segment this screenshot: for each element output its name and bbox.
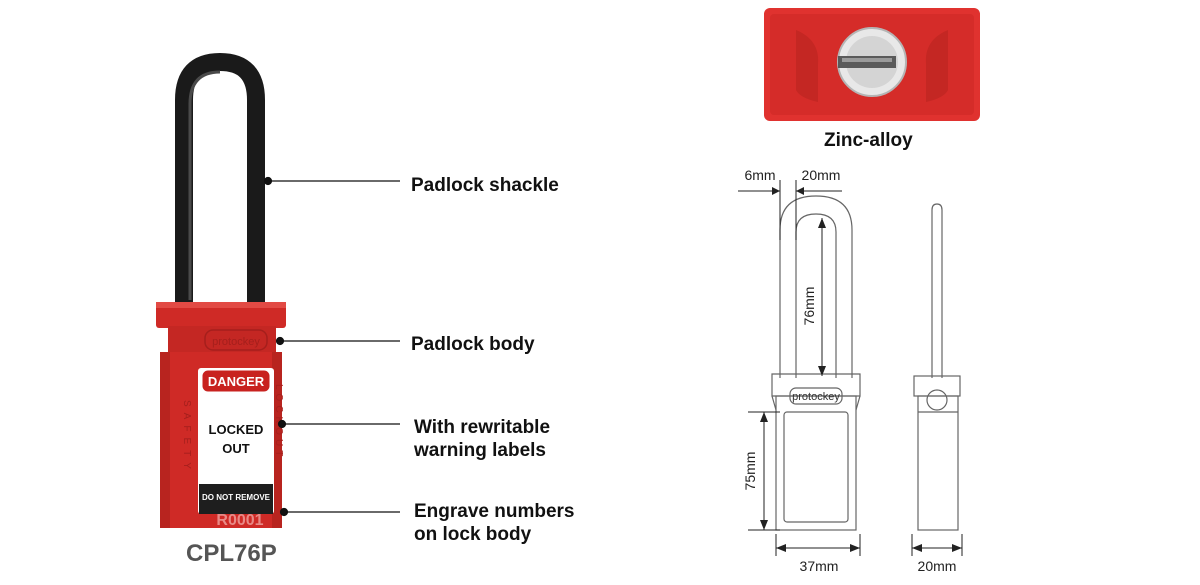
dimension-drawing-front [738,180,861,556]
brand-emboss: protockey [212,336,260,348]
dim-body-height: 75mm [742,452,758,491]
callout-padlock-shackle: Padlock shackle [411,175,559,196]
warning-label: DANGER LOCKED OUT DO NOT REMOVE [198,368,274,514]
model-number: CPL76P [186,540,277,567]
side-text-left: SAFETY [181,400,192,475]
dim-shackle-clearance: 20mm [802,167,841,183]
label-line1: LOCKED [209,422,264,437]
engraved-serial: R0001 [216,512,263,529]
dim-shackle-height: 76mm [801,287,817,326]
callout-padlock-body: Padlock body [411,334,535,355]
label-line2: OUT [222,441,250,456]
dim-body-width: 37mm [800,558,839,574]
zinc-alloy-detail [764,8,980,121]
padlock-shackle [175,52,265,321]
zinc-alloy-caption: Zinc-alloy [824,130,913,151]
callout-engrave-numbers: Engrave numbers on lock body [414,501,575,545]
label-danger-text: DANGER [208,374,265,389]
dimension-drawing-side [911,203,963,556]
dim-shackle-diameter: 6mm [744,167,775,183]
label-footer: DO NOT REMOVE [202,493,271,502]
callout-leaders [263,176,400,517]
dim-body-depth: 20mm [918,558,957,574]
brand-drawing: protockey [792,391,840,403]
callout-warning-labels: With rewritable warning labels [414,417,551,461]
